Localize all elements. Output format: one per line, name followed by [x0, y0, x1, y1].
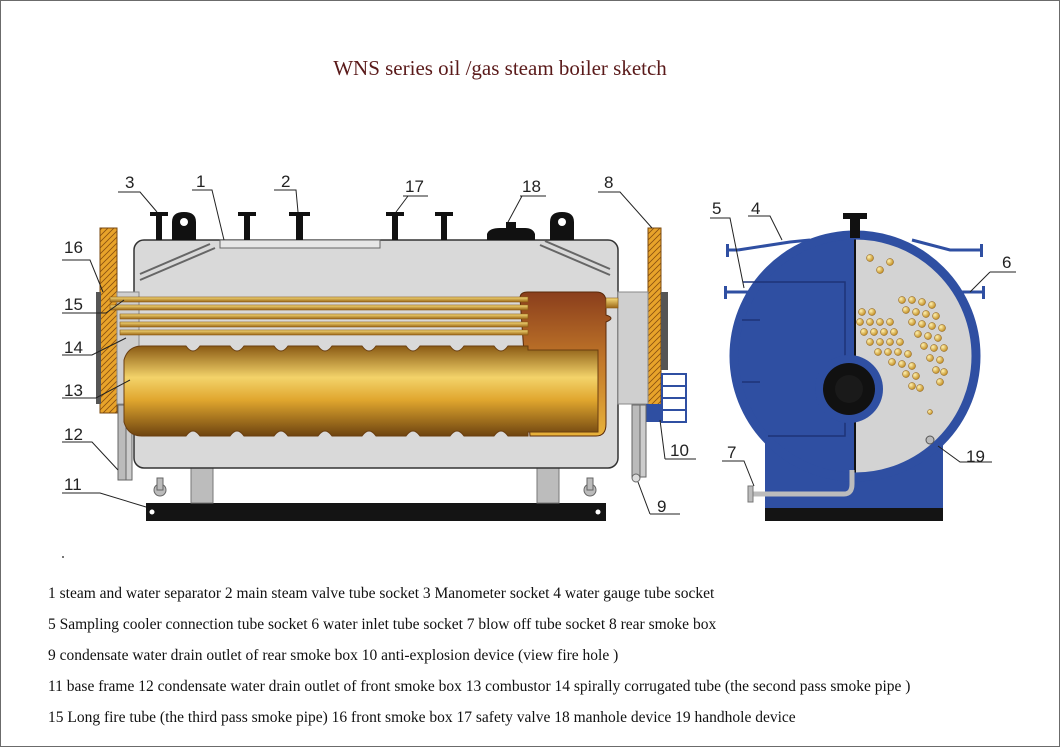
main-steam-valve-socket [296, 216, 303, 240]
callout-4: 4 [751, 199, 760, 218]
callout-13: 13 [64, 381, 83, 400]
base-frame [146, 503, 606, 521]
callout-17: 17 [405, 177, 424, 196]
spiral-tube-3 [119, 329, 529, 336]
side-view [62, 189, 696, 521]
diagram-title: WNS series oil /gas steam boiler sketch [333, 56, 667, 80]
front-shell-blue-half [733, 233, 856, 479]
legend-line-1: 1 steam and water separator 2 main steam… [48, 585, 715, 602]
callout-7: 7 [727, 443, 736, 462]
stray-dot [62, 556, 64, 558]
callout-19: 19 [966, 447, 985, 466]
callout-5: 5 [712, 199, 721, 218]
front-view [710, 213, 1016, 521]
front-smoke-box-plate [99, 227, 118, 414]
spiral-tube-2 [119, 321, 529, 328]
callout-numbers: 1 2 3 4 5 6 7 8 9 10 11 12 13 14 15 16 1… [64, 172, 1011, 516]
front-shell-grey-half [854, 233, 977, 479]
handhole [925, 435, 935, 445]
callout-16: 16 [64, 238, 83, 257]
callout-12: 12 [64, 425, 83, 444]
callout-9: 9 [657, 497, 666, 516]
callout-18: 18 [522, 177, 541, 196]
manometer-socket [156, 216, 162, 240]
legend-line-5: 15 Long fire tube (the third pass smoke … [48, 709, 796, 726]
callout-8: 8 [604, 173, 613, 192]
spiral-tube-1 [119, 313, 529, 320]
combustor-tube [123, 345, 599, 437]
long-fire-tube-2 [109, 304, 529, 311]
blow-off-tube [752, 470, 855, 497]
legend-line-4: 11 base frame 12 condensate water drain … [48, 678, 911, 695]
callout-2: 2 [281, 172, 290, 191]
callout-6: 6 [1002, 253, 1011, 272]
callout-15: 15 [64, 295, 83, 314]
rear-smoke-box-plate [647, 227, 662, 414]
smoke-tube-ends [856, 254, 948, 415]
callout-10: 10 [670, 441, 689, 460]
callout-3: 3 [125, 173, 134, 192]
manhole-device [487, 228, 535, 240]
safety-valve [392, 216, 398, 240]
callout-14: 14 [64, 338, 83, 357]
callout-1: 1 [196, 172, 205, 191]
steam-water-separator [219, 239, 381, 249]
long-fire-tube-1 [109, 296, 529, 303]
legend-line-2: 5 Sampling cooler connection tube socket… [48, 616, 717, 633]
callout-11: 11 [64, 475, 82, 494]
legend-line-3: 9 condensate water drain outlet of rear … [48, 647, 619, 664]
legend: 1 steam and water separator 2 main steam… [48, 578, 1048, 733]
